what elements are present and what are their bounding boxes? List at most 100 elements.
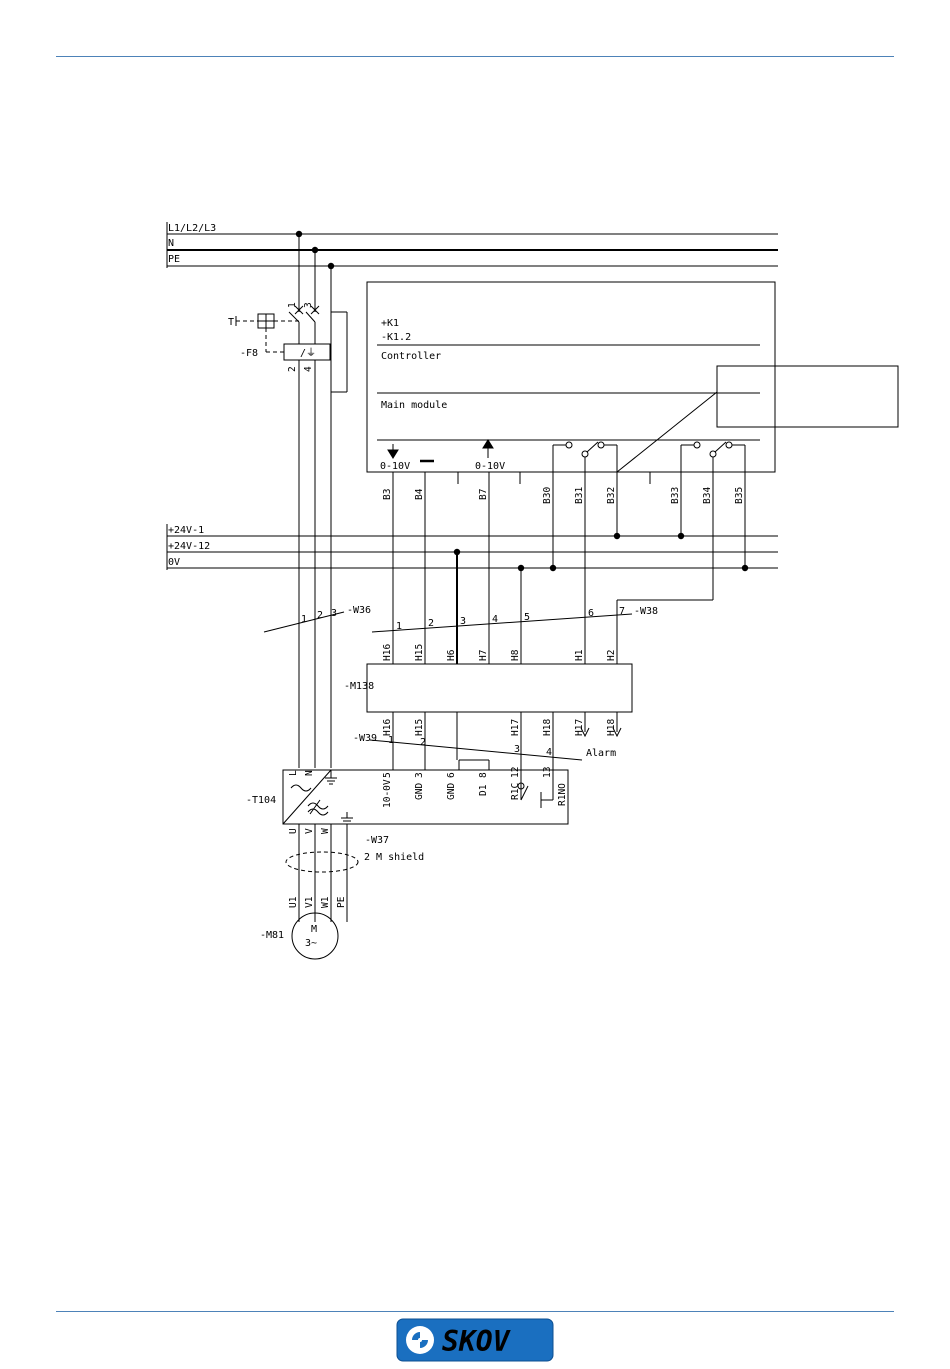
- label-controller: Controller: [381, 351, 441, 362]
- motor-term-w1: W1: [320, 896, 331, 908]
- m138-bot-h18: H18: [542, 719, 553, 736]
- t104-name-r1c: R1C: [510, 783, 521, 800]
- m138-bot-h17b: H17: [574, 719, 585, 736]
- breaker-thermal-box: [283, 343, 331, 361]
- w39-core-2: 2: [420, 737, 426, 748]
- t104-name-gnd3: GND: [414, 783, 425, 800]
- m138-top-h7: H7: [478, 650, 489, 661]
- m138-top-h16: H16: [382, 644, 393, 661]
- breaker-thermal-glyph: /⏚: [300, 347, 316, 359]
- motor-symbol: [291, 912, 339, 960]
- w36-core-1: 1: [301, 614, 307, 625]
- w38-core-3: 3: [460, 616, 466, 627]
- t104-name-10-0v: 10-0V: [382, 779, 393, 808]
- w39-core-4: 4: [546, 747, 552, 758]
- label-t1: 1: [287, 302, 298, 308]
- t104-num-5: 5: [382, 772, 393, 778]
- m138-bot-h15: H15: [414, 719, 425, 736]
- label-ai: 0-10V: [475, 461, 505, 472]
- label-k12: -K1.2: [381, 332, 411, 343]
- label-m81: -M81: [260, 930, 284, 941]
- w38-core-7: 7: [619, 606, 625, 617]
- motor-term-pe: PE: [336, 896, 347, 908]
- t104-out-u: U: [288, 828, 299, 834]
- t104-out-v: V: [304, 828, 315, 834]
- controller-box: [366, 281, 776, 473]
- term-b35: B35: [734, 487, 745, 504]
- label-k1: +K1: [381, 318, 399, 329]
- shield-marker: [285, 851, 359, 873]
- label-0v: 0V: [168, 557, 180, 568]
- w38-core-5: 5: [524, 612, 530, 623]
- motor-phase: 3~: [305, 938, 317, 949]
- inverter-box: [282, 769, 569, 825]
- w36-core-3: 3: [331, 608, 337, 619]
- t104-in-l: L: [288, 770, 299, 776]
- label-l123: L1/L2/L3: [168, 223, 216, 234]
- motor-term-v1: V1: [304, 896, 315, 908]
- label-operator: T: [228, 317, 234, 328]
- w39-core-3: 3: [514, 744, 520, 755]
- t104-num-8: 8: [478, 772, 489, 778]
- label-shield: 2 M shield: [364, 852, 424, 863]
- motor-term-u1: U1: [288, 896, 299, 908]
- term-b7: B7: [478, 489, 489, 500]
- label-ao: 0-10V: [380, 461, 410, 472]
- m138-top-h8: H8: [510, 649, 521, 661]
- label-main-module: Main module: [381, 400, 447, 411]
- w38-core-1: 1: [396, 621, 402, 632]
- t104-num-13: 13: [542, 767, 553, 778]
- label-24v-12: +24V-12: [168, 541, 210, 552]
- logo-mark-icon: [406, 1326, 434, 1354]
- label-w36: -W36: [347, 605, 371, 616]
- m138-bot-h17: H17: [510, 719, 521, 736]
- m138-top-h1: H1: [574, 649, 585, 661]
- label-t3: 3: [303, 302, 314, 308]
- term-b31: B31: [574, 487, 585, 504]
- label-pe: PE: [168, 254, 180, 265]
- t104-name-r1no: R1NO: [557, 783, 568, 806]
- t104-num-6: 6: [446, 772, 457, 778]
- t104-num-12: 12: [510, 767, 521, 778]
- t104-out-w: W: [320, 828, 331, 834]
- w38-core-2: 2: [428, 618, 434, 629]
- w36-core-2: 2: [317, 610, 323, 621]
- label-n: N: [168, 238, 174, 249]
- skov-logo: SKOV: [396, 1318, 554, 1362]
- label-w37: -W37: [365, 835, 389, 846]
- label-f8: -F8: [240, 348, 258, 359]
- motor-letter: M: [311, 924, 317, 935]
- m138-top-h6: H6: [446, 649, 457, 661]
- term-b34: B34: [702, 487, 713, 504]
- w38-core-4: 4: [492, 614, 498, 625]
- w38-core-6: 6: [588, 608, 594, 619]
- m138-bot-h16: H16: [382, 719, 393, 736]
- t104-num-3: 3: [414, 772, 425, 778]
- callout-box: [716, 365, 899, 428]
- label-m138: -M138: [344, 681, 374, 692]
- m138-top-h15: H15: [414, 644, 425, 661]
- term-b30: B30: [542, 487, 553, 504]
- header-rule: [56, 56, 894, 57]
- m138-top-h2: H2: [606, 650, 617, 661]
- term-b32: B32: [606, 487, 617, 504]
- t104-in-n: N: [304, 770, 315, 776]
- module-m138-box: [366, 663, 633, 713]
- logo-text: SKOV: [442, 1325, 512, 1358]
- t104-name-d1: D1: [478, 784, 489, 796]
- label-w38: -W38: [634, 606, 658, 617]
- label-alarm: Alarm: [586, 748, 616, 759]
- t104-name-gnd6: GND: [446, 783, 457, 800]
- term-b3: B3: [382, 489, 393, 500]
- w39-core-1: 1: [388, 735, 394, 746]
- term-b33: B33: [670, 487, 681, 504]
- label-w39: -W39: [353, 733, 377, 744]
- term-b4: B4: [414, 488, 425, 500]
- label-t2: 2: [287, 366, 298, 372]
- label-t4: 4: [303, 366, 314, 372]
- label-24v-1: +24V-1: [168, 525, 204, 536]
- footer-rule: [56, 1311, 894, 1312]
- m138-bot-h18b: H18: [606, 719, 617, 736]
- label-t104: -T104: [246, 795, 276, 806]
